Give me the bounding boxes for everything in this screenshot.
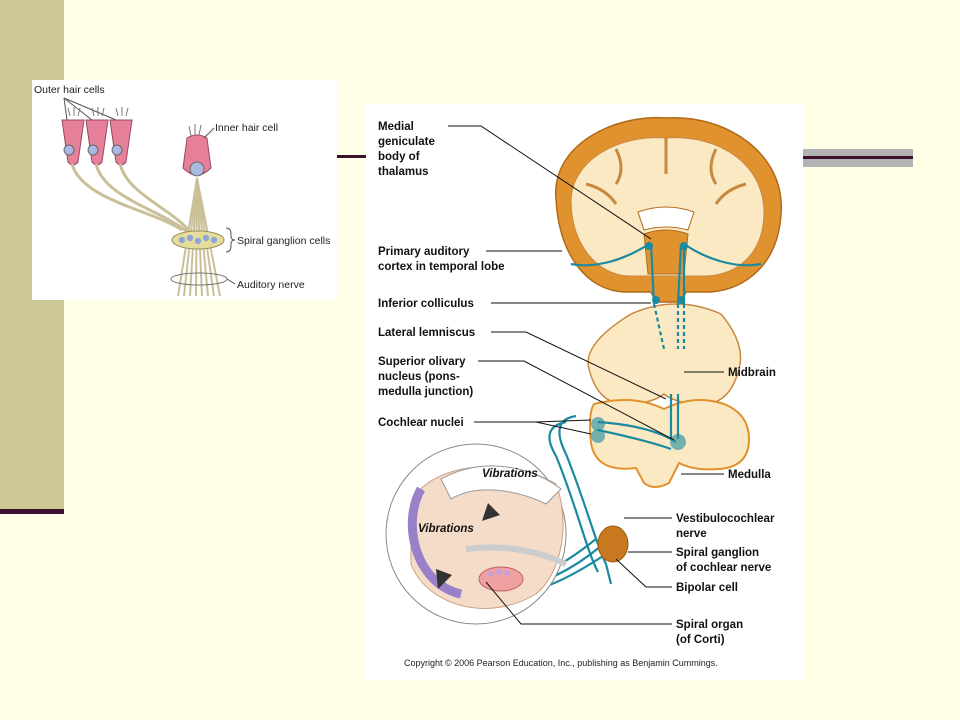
label-vibrations-2: Vibrations bbox=[418, 523, 474, 535]
inner-hair-cell bbox=[182, 124, 212, 177]
medulla-shape bbox=[589, 399, 751, 488]
label-medial-geniculate: Medial geniculate body of thalamus bbox=[378, 121, 438, 178]
label-medulla: Medulla bbox=[728, 469, 771, 481]
vibration-arrow-2 bbox=[436, 544, 456, 589]
label-vestibulocochlear-nerve: Vestibulocochlear nerve bbox=[676, 513, 778, 540]
label-spiral-ganglion-cochlear: Spiral ganglion of cochlear nerve bbox=[676, 547, 771, 574]
label-vibrations-1: Vibrations bbox=[482, 468, 538, 480]
spiral-ganglion-cells bbox=[171, 230, 225, 250]
right-accent-line bbox=[803, 156, 913, 159]
label-lateral-lemniscus: Lateral lemniscus bbox=[378, 327, 475, 339]
label-cochlear-nuclei: Cochlear nuclei bbox=[378, 417, 464, 429]
brain-section bbox=[555, 116, 782, 303]
spiral-ganglion-shape bbox=[597, 525, 629, 563]
accent-line-short bbox=[337, 155, 367, 158]
label-inner-hair-cell: Inner hair cell bbox=[215, 122, 278, 134]
hair-cell-figure: Outer hair cells bbox=[32, 80, 337, 300]
label-spiral-ganglion-cells: Spiral ganglion cells bbox=[237, 235, 330, 247]
auditory-pathway-figure: Vibrations Vibrations Medial geniculate … bbox=[366, 104, 803, 680]
label-superior-olivary: Superior olivary nucleus (pons- medulla … bbox=[378, 356, 473, 398]
left-accent-line bbox=[0, 509, 64, 514]
label-bipolar-cell: Bipolar cell bbox=[676, 582, 738, 594]
label-spiral-organ: Spiral organ (of Corti) bbox=[676, 619, 746, 646]
label-inferior-colliculus: Inferior colliculus bbox=[378, 298, 474, 310]
midbrain-shape bbox=[587, 303, 742, 406]
hair-cell-diagram: Outer hair cells bbox=[34, 84, 330, 297]
vibration-arrow-1 bbox=[482, 487, 514, 521]
label-outer-hair-cells: Outer hair cells bbox=[34, 84, 105, 96]
outer-hair-cells bbox=[61, 107, 133, 166]
copyright-notice: Copyright © 2006 Pearson Education, Inc.… bbox=[404, 658, 718, 668]
cochlea-section: Vibrations Vibrations bbox=[385, 443, 568, 625]
auditory-nerve-pathways bbox=[505, 242, 762, 596]
auditory-pathway-diagram: Vibrations Vibrations Medial geniculate … bbox=[378, 116, 782, 668]
label-midbrain: Midbrain bbox=[728, 367, 776, 379]
label-primary-auditory-cortex: Primary auditory cortex in temporal lobe bbox=[378, 246, 505, 273]
label-auditory-nerve: Auditory nerve bbox=[237, 279, 305, 291]
